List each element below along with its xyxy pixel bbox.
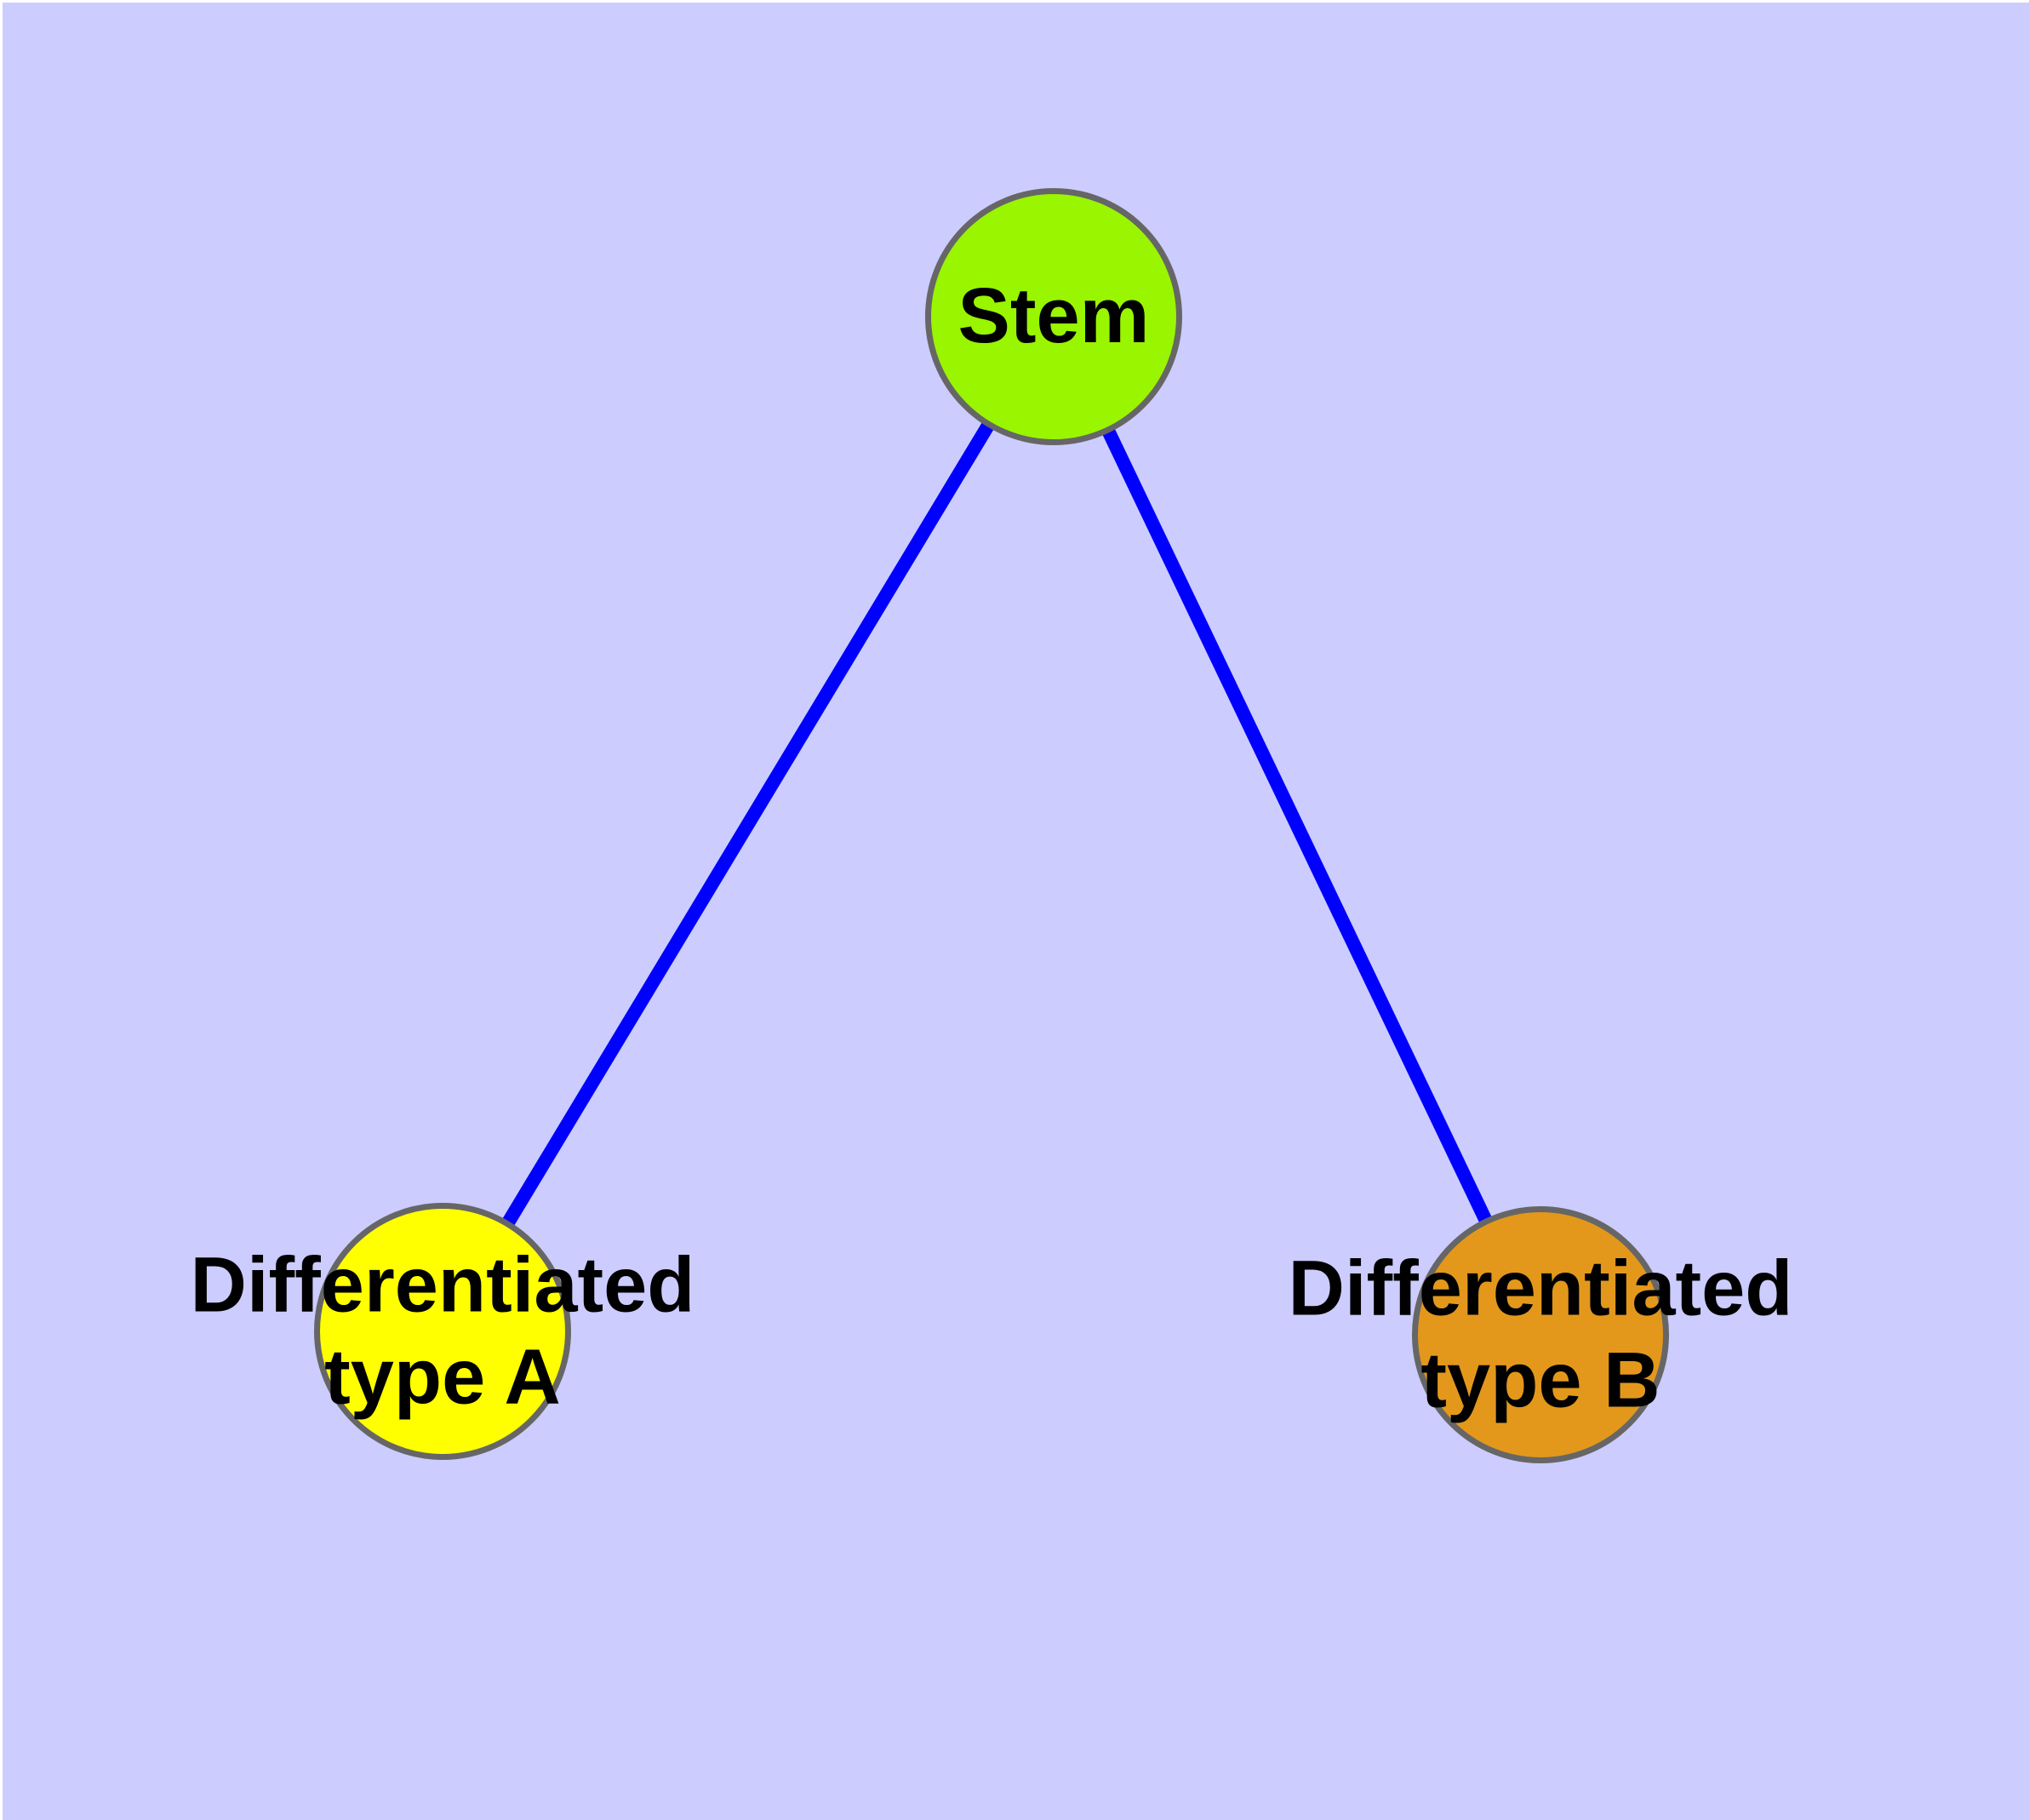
- node-type-a-label-line1: Differentiated: [190, 1241, 695, 1329]
- node-differentiated-type-b-label: Differentiated type B: [1289, 1243, 1793, 1426]
- edge-stem-to-type-b: [1047, 313, 1547, 1338]
- edge-stem-to-type-a: [437, 312, 1060, 1336]
- node-type-b-label-line1: Differentiated: [1288, 1245, 1793, 1332]
- node-differentiated-type-a: [314, 1203, 571, 1460]
- node-differentiated-type-b: [1412, 1206, 1669, 1463]
- node-differentiated-type-a-label: Differentiated type A: [191, 1239, 695, 1422]
- node-stem-label: Stem: [958, 271, 1150, 363]
- node-type-a-label-line2: type A: [324, 1333, 561, 1420]
- node-stem-label-text: Stem: [957, 272, 1150, 360]
- node-type-b-label-line2: type B: [1420, 1336, 1660, 1423]
- node-stem: [925, 188, 1182, 445]
